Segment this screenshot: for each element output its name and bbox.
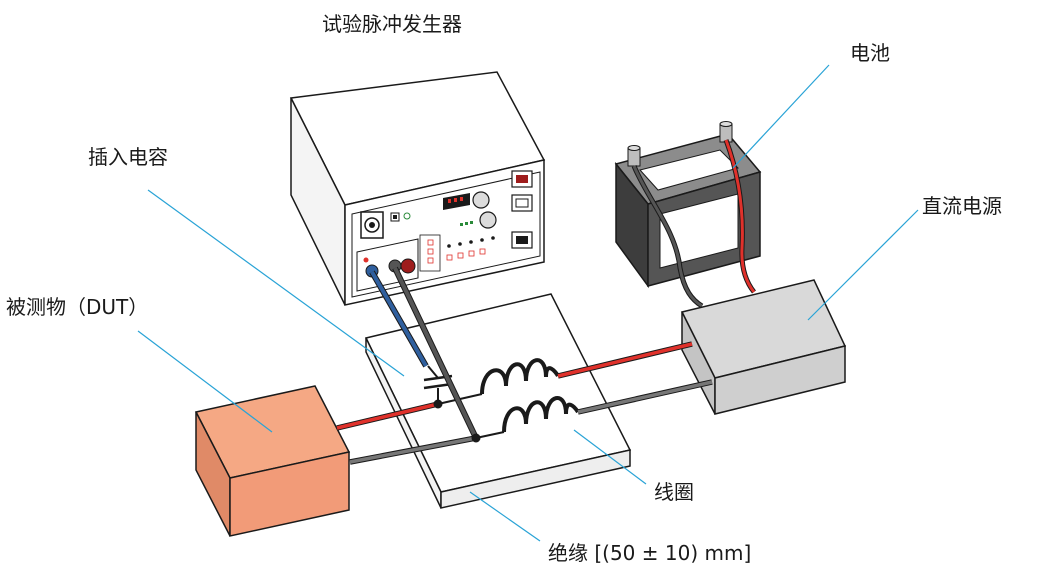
leader-lines [137,64,919,542]
dc-supply-label: 直流电源 [922,194,1002,218]
coil-lower [502,396,580,433]
dut-box [194,385,351,537]
capacitor-label: 插入电容 [88,145,168,169]
dut-label: 被测物（DUT） [6,295,149,319]
insulation-label: 绝缘 [(50 ± 10) mm] [548,541,752,565]
junction-node [471,433,481,443]
junction-node [433,399,443,409]
coil-upper [480,358,560,395]
pulse-generator [289,71,546,306]
battery-label: 电池 [850,41,890,65]
generator-label: 试验脉冲发生器 [322,12,462,36]
coil-label: 线圈 [654,480,694,504]
dc-power-supply [680,279,847,415]
